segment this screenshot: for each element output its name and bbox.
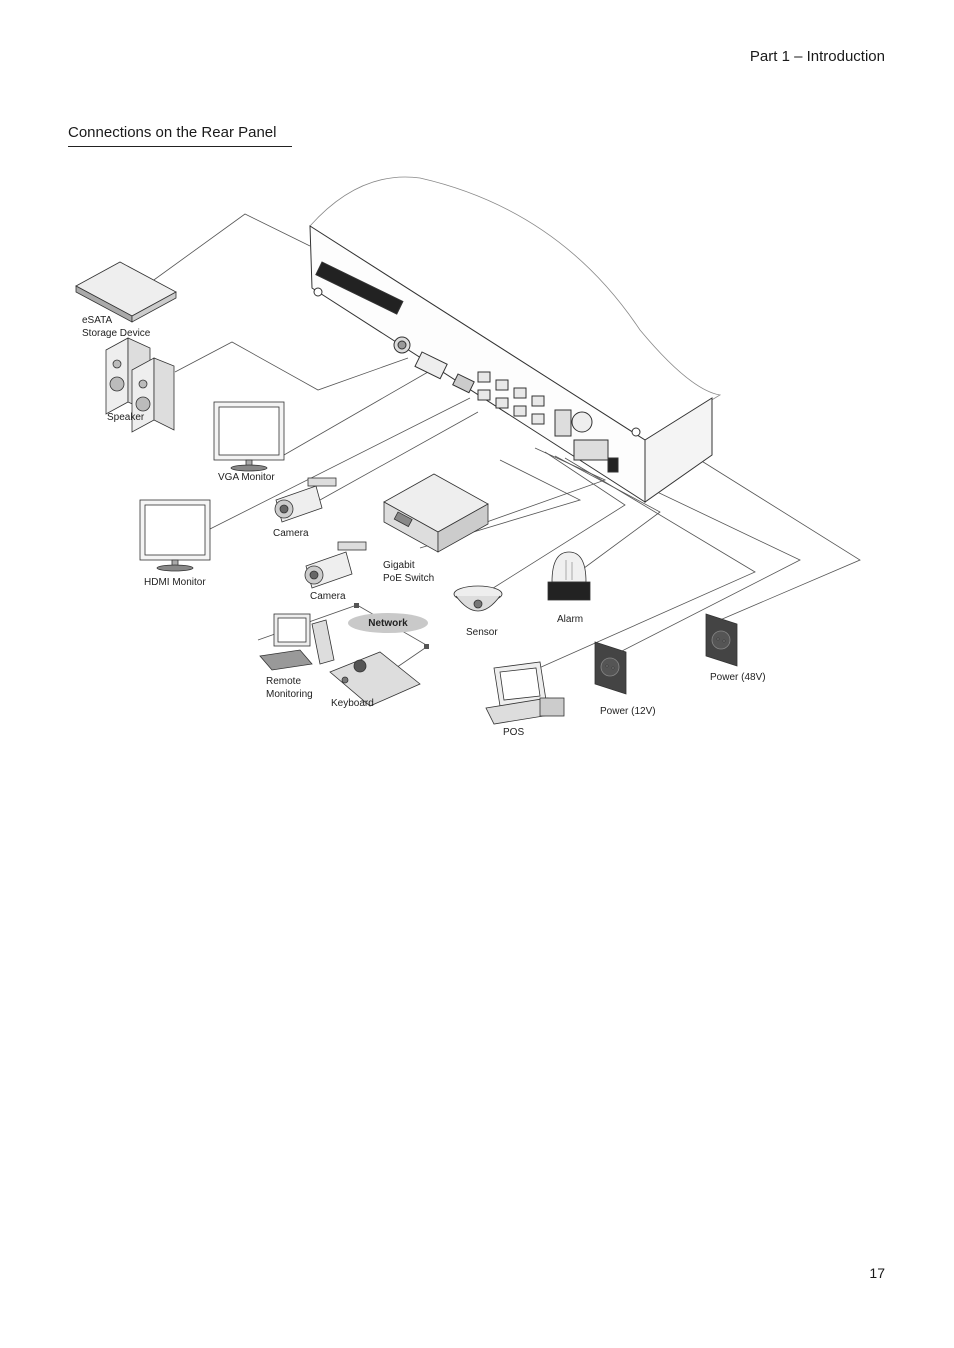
keyboard-label: Keyboard: [331, 698, 374, 709]
camera-icon-2: [304, 541, 367, 589]
network-cloud-icon: [348, 613, 428, 633]
vga-cable: [283, 371, 429, 456]
pos-terminal-icon: [485, 661, 565, 725]
alarm-cable: [554, 455, 661, 575]
power-48v-label: Power (48V): [710, 672, 766, 683]
remote-monitoring-pc-icon: [259, 613, 335, 671]
vga-monitor-icon: [213, 401, 285, 472]
vga-monitor-label: VGA Monitor: [218, 472, 275, 483]
network-cable: [435, 447, 607, 541]
hdmi-monitor-icon: [139, 499, 211, 572]
speaker-label: Speaker: [107, 412, 145, 423]
pos-cable: [529, 457, 756, 673]
speaker-icon: [105, 337, 175, 433]
hdmi-monitor-label: HDMI Monitor: [144, 577, 206, 588]
page-header: Part 1 – Introduction: [749, 48, 885, 65]
pos-label: POS: [503, 727, 525, 738]
sensor-cable: [489, 451, 626, 591]
esata-storage-device-icon: [75, 261, 177, 323]
alarm-icon: [547, 551, 591, 601]
sensor-label: Sensor: [466, 627, 498, 638]
power48-cable: [699, 459, 861, 621]
hdmi-cable: [207, 397, 471, 531]
esata-storage-label: eSATA Storage Device: [82, 315, 151, 339]
network-connectors: [354, 603, 429, 649]
page-number: 17: [869, 1265, 885, 1281]
camera-label-2: Camera: [310, 591, 346, 602]
nvr-unit: [309, 176, 722, 503]
power-12v-socket-icon: [594, 641, 627, 695]
remote-monitoring-label: Remote Monitoring: [266, 676, 313, 700]
esata-cable: [139, 213, 311, 291]
power-48v-socket-icon: [705, 613, 738, 667]
speaker-cable: [174, 341, 409, 391]
alarm-label: Alarm: [557, 614, 584, 625]
network-label: Network: [368, 618, 408, 629]
power-12v-label: Power (12V): [600, 706, 656, 717]
poe-switch-label: Gigabit PoE Switch: [383, 560, 435, 584]
section-title: Connections on the Rear Panel: [68, 124, 292, 147]
camera-cable: [319, 411, 479, 501]
camera-icon-1: [274, 477, 337, 523]
power12-cable: [589, 459, 801, 653]
camera-label-1: Camera: [273, 528, 309, 539]
keyboard-controller-icon: [329, 651, 421, 707]
poe-switch-icon: [383, 473, 489, 553]
sensor-icon: [453, 585, 503, 612]
